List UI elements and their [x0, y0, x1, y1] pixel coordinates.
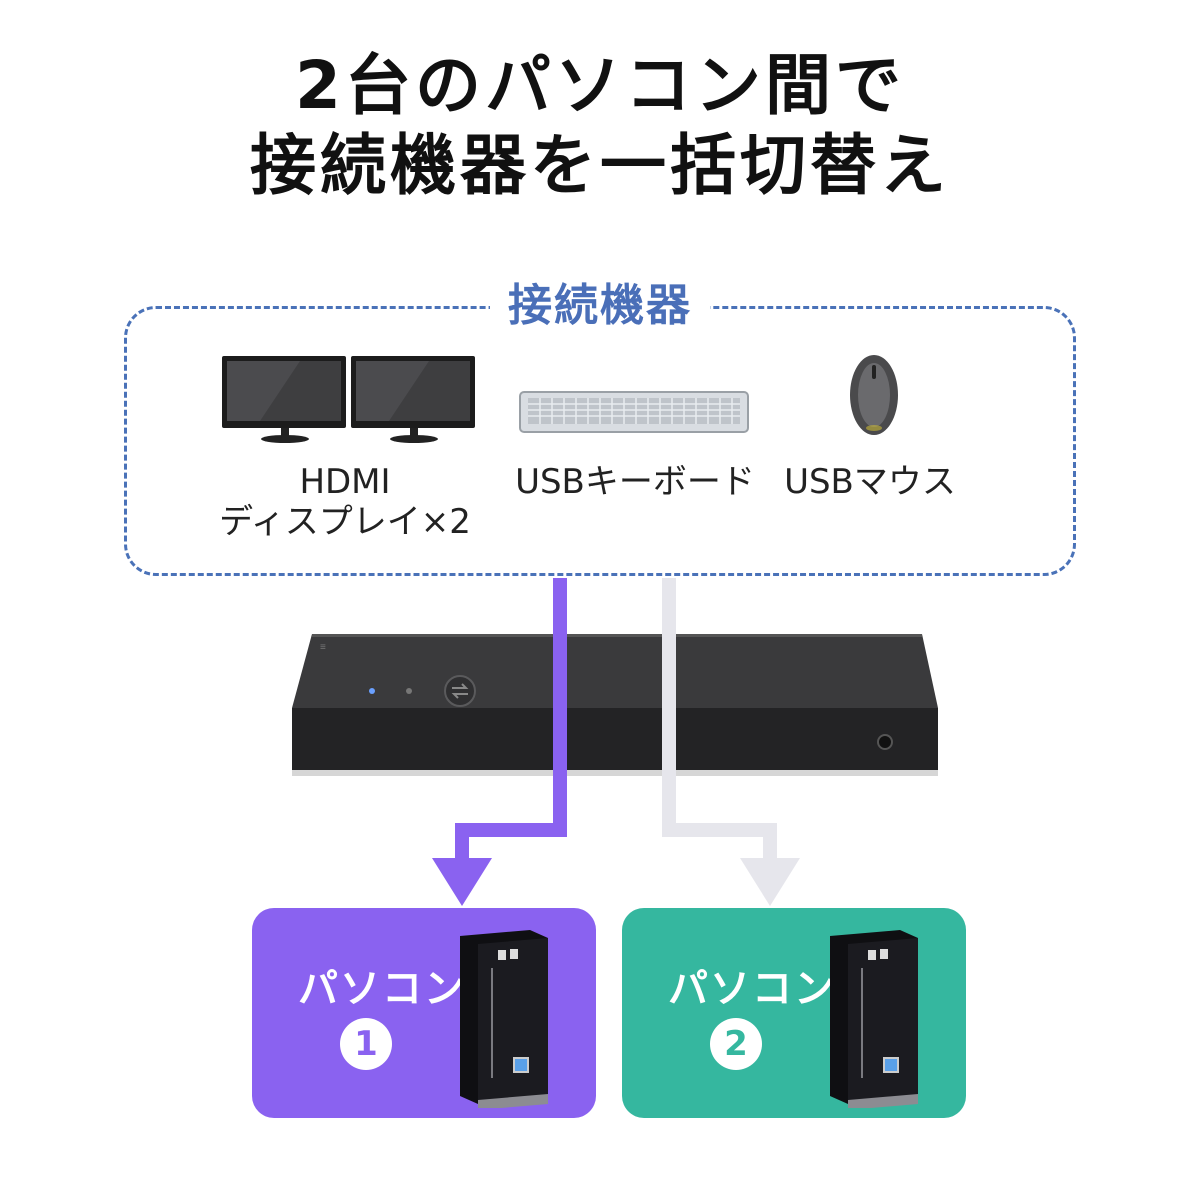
switch-arrows-icon	[451, 683, 469, 699]
mouse-label: USBマウス	[784, 462, 956, 502]
audio-jack-icon	[877, 734, 893, 750]
switch-shadow	[292, 770, 938, 776]
desktop-tower-icon	[830, 930, 918, 1108]
headline-line-1: 2台のパソコン間で	[295, 47, 905, 124]
keyboard-icon	[519, 391, 749, 433]
monitor-icon	[222, 356, 346, 443]
headline-line-2: 接続機器を一括切替え	[250, 127, 950, 204]
mouse-icon	[850, 355, 898, 435]
active-arrow-head	[432, 858, 492, 906]
display-label-line1: HDMI	[299, 462, 391, 502]
keyboard-label: USBキーボード	[515, 462, 755, 502]
switch-front-face	[292, 708, 938, 770]
active-arrow-front	[553, 578, 567, 778]
inactive-arrow-front	[662, 578, 676, 778]
desktop-tower-icon	[460, 930, 548, 1108]
pc-card-1: パソコン 1	[252, 908, 596, 1118]
monitor-icon	[351, 356, 475, 443]
pc-label: パソコン	[298, 966, 466, 1012]
inactive-arrow-head	[740, 858, 800, 906]
led-indicator-icon	[369, 688, 375, 694]
pc-card-2: パソコン 2	[622, 908, 966, 1118]
pc-number-badge: 1	[340, 1018, 392, 1070]
display-label-line2: ディスプレイ×2	[219, 502, 471, 542]
switch-button-icon	[444, 675, 476, 707]
pc-label: パソコン	[668, 966, 836, 1012]
switch-brand-mark: ≡	[320, 642, 326, 653]
led-indicator-icon	[406, 688, 412, 694]
switch-top-highlight	[312, 634, 922, 637]
pc-number-badge: 2	[710, 1018, 762, 1070]
connected-devices-title: 接続機器	[490, 276, 710, 336]
